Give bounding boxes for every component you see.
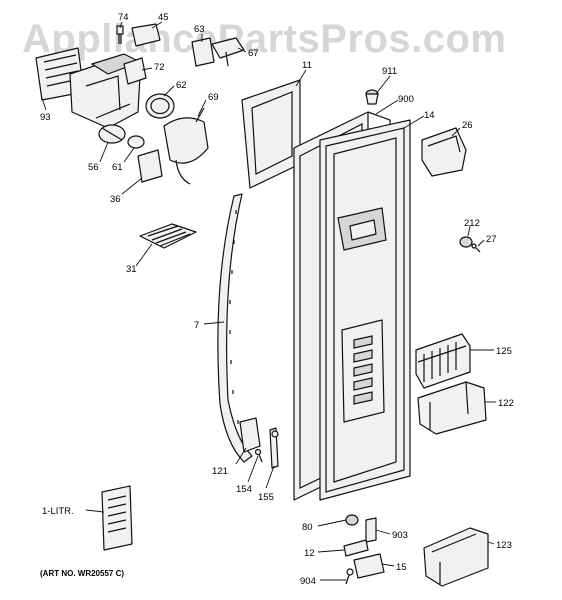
callout-80: 80 [302, 522, 313, 533]
callout-15: 15 [396, 562, 407, 573]
part-56-motor [98, 124, 126, 144]
part-69-chute [163, 107, 209, 185]
part-123-bin [423, 527, 489, 587]
callout-67: 67 [248, 48, 259, 59]
callout-1-litr: 1-LITR. [42, 506, 74, 517]
callout-61: 61 [112, 162, 123, 173]
callout-69: 69 [208, 92, 219, 103]
callout-27: 27 [486, 234, 497, 245]
art-number: (ART NO. WR20557 C) [40, 569, 124, 578]
part-125-basket [415, 333, 471, 389]
callout-155: 155 [258, 492, 274, 503]
callout-45: 45 [158, 12, 169, 23]
part-154-screw [254, 448, 263, 463]
callout-56: 56 [88, 162, 99, 173]
part-67-bracket [211, 37, 245, 67]
callout-36: 36 [110, 194, 121, 205]
callout-72: 72 [154, 62, 165, 73]
callout-12: 12 [304, 548, 315, 559]
leader-lines [41, 21, 496, 581]
watermark: AppliancePartsPros.com [22, 17, 507, 61]
callout-911: 911 [382, 66, 397, 77]
part-45-bracket [131, 23, 161, 47]
part-121-bracket [239, 417, 261, 453]
part-63-clip [191, 37, 215, 67]
part-212-cap [459, 236, 473, 248]
callout-7: 7 [194, 320, 199, 331]
callout-904: 904 [300, 576, 316, 587]
part-15-block [353, 553, 385, 579]
part-904-screw [345, 568, 354, 585]
callout-903: 903 [392, 530, 408, 541]
part-12-plate [343, 539, 369, 557]
part-903-pin [365, 517, 377, 543]
part-80-roller [345, 514, 359, 526]
part-26-cup [421, 127, 467, 177]
callout-212: 212 [464, 218, 480, 229]
part-62-ring [145, 93, 175, 119]
part-27-screw [471, 243, 481, 253]
callout-62: 62 [176, 80, 187, 91]
part-911-cap [365, 89, 379, 105]
part-155-link [269, 427, 279, 469]
callout-14: 14 [424, 110, 435, 121]
callout-122: 122 [498, 398, 514, 409]
part-31-grille [139, 223, 197, 249]
callout-11: 11 [302, 60, 312, 71]
part-1-litr-manual [101, 485, 133, 551]
door-shelf-ribs [341, 319, 385, 423]
dispenser-housing [35, 47, 142, 129]
callout-63: 63 [194, 24, 205, 35]
callout-31: 31 [126, 264, 137, 275]
callout-123: 123 [496, 540, 512, 551]
callout-26: 26 [462, 120, 473, 131]
part-11-panel [241, 79, 301, 189]
door-dispenser-recess [337, 207, 387, 251]
part-122-bin [417, 381, 487, 435]
callout-121: 121 [212, 466, 228, 477]
callout-93: 93 [40, 112, 51, 123]
callout-900: 900 [398, 94, 414, 105]
part-36-solenoid [137, 149, 163, 183]
part-14-gasket [319, 119, 411, 501]
callout-74: 74 [118, 12, 129, 23]
part-7-handle [217, 193, 253, 463]
part-61-coupler [127, 135, 145, 149]
callout-125: 125 [496, 346, 512, 357]
callout-154: 154 [236, 484, 252, 495]
part-72-switch [123, 57, 147, 85]
